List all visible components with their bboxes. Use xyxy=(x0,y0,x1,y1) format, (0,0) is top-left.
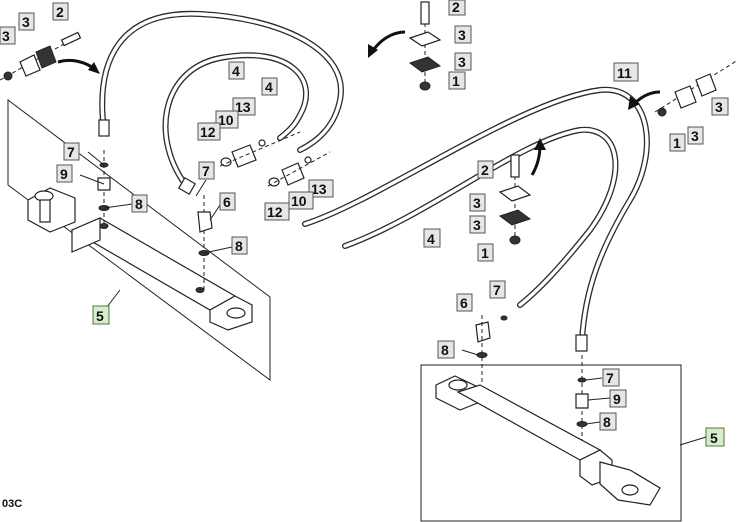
callout-label: 13 xyxy=(308,179,334,198)
svg-text:8: 8 xyxy=(235,238,243,254)
svg-text:12: 12 xyxy=(200,124,216,140)
svg-text:1: 1 xyxy=(481,245,489,261)
svg-text:8: 8 xyxy=(441,342,449,358)
callout-label: 3 xyxy=(687,126,704,145)
hose-left-1 xyxy=(98,10,344,153)
callout-label: 12 xyxy=(197,122,221,141)
hose-right-4 xyxy=(342,126,619,308)
callout-label: 7 xyxy=(489,280,506,299)
callout-label: 8 xyxy=(131,194,148,213)
callout-label: 7 xyxy=(198,161,215,180)
adapter-lower xyxy=(267,151,331,187)
arrow-top-middle xyxy=(370,30,406,53)
callout-label: 10 xyxy=(288,191,314,210)
svg-text:3: 3 xyxy=(473,195,481,211)
svg-text:8: 8 xyxy=(603,414,611,430)
arrowhead-right xyxy=(628,96,640,110)
svg-text:10: 10 xyxy=(291,193,307,209)
arrowhead-middle xyxy=(534,138,546,150)
svg-text:4: 4 xyxy=(265,79,273,95)
callout-label: 10 xyxy=(215,110,239,129)
callout-label: 3 xyxy=(454,25,472,44)
svg-text:7: 7 xyxy=(67,144,75,160)
svg-text:9: 9 xyxy=(613,391,621,407)
callout-label: 8 xyxy=(599,412,617,431)
right-cylinder-frame xyxy=(420,364,682,522)
svg-text:1: 1 xyxy=(673,135,681,151)
left-fitting-stack xyxy=(79,150,133,225)
svg-text:13: 13 xyxy=(235,99,251,115)
callout-label: 8 xyxy=(231,236,248,255)
svg-text:7: 7 xyxy=(493,282,501,298)
top-left-hardware xyxy=(0,31,82,81)
callout-label: 4 xyxy=(228,61,245,80)
svg-text:7: 7 xyxy=(606,370,614,386)
svg-text:2: 2 xyxy=(452,0,460,15)
left-cylinder-frame xyxy=(7,98,271,381)
svg-text:2: 2 xyxy=(56,4,64,20)
callout-label: 2 xyxy=(448,0,466,16)
callout-label: 3 xyxy=(18,12,35,31)
callout-label: 7 xyxy=(63,142,80,161)
svg-text:12: 12 xyxy=(267,204,283,220)
figure-code: 03C xyxy=(2,498,23,510)
svg-text:3: 3 xyxy=(473,217,481,233)
svg-text:2: 2 xyxy=(481,162,489,178)
arrow-right xyxy=(632,90,661,106)
callout-label: 5 xyxy=(92,305,110,325)
svg-text:3: 3 xyxy=(22,14,30,30)
callout-label: 8 xyxy=(437,340,455,359)
top-hardware-stack xyxy=(408,1,442,92)
callout-label: 1 xyxy=(669,133,686,152)
callout-label: 3 xyxy=(711,97,729,116)
arrowhead-top-middle xyxy=(368,44,378,58)
svg-text:1: 1 xyxy=(452,73,460,89)
arrowhead-top-left xyxy=(88,62,100,74)
svg-text:6: 6 xyxy=(460,295,468,311)
callout-label: 1 xyxy=(477,243,494,262)
svg-text:10: 10 xyxy=(218,112,234,128)
right-hardware xyxy=(654,59,739,117)
callout-label: 7 xyxy=(602,368,620,387)
adapter-upper xyxy=(219,131,301,168)
callout-label: 4 xyxy=(423,228,441,248)
callout-label: 5 xyxy=(705,427,725,447)
svg-text:7: 7 xyxy=(202,163,210,179)
svg-text:3: 3 xyxy=(458,54,466,70)
svg-text:3: 3 xyxy=(691,128,699,144)
right-fittings xyxy=(461,315,508,385)
svg-text:5: 5 xyxy=(710,430,718,446)
svg-text:6: 6 xyxy=(223,194,231,210)
callout-label: 1 xyxy=(448,71,466,90)
center-fitting-stack xyxy=(195,179,233,290)
callout-label: 3 xyxy=(454,52,472,71)
svg-text:4: 4 xyxy=(427,231,435,247)
callout-label: 4 xyxy=(261,77,278,96)
callout-label: 9 xyxy=(56,164,73,183)
left-hydraulic-cylinder xyxy=(27,187,253,331)
callout-label: 2 xyxy=(52,2,69,21)
svg-text:8: 8 xyxy=(135,196,143,212)
callout-label: 2 xyxy=(477,160,494,179)
svg-text:9: 9 xyxy=(60,166,68,182)
callout-label: 3 xyxy=(469,215,486,234)
mid-hardware-stack xyxy=(498,154,532,245)
right-hydraulic-cylinder xyxy=(435,355,661,506)
svg-text:3: 3 xyxy=(458,27,466,43)
callout-label: 11 xyxy=(613,62,639,82)
svg-text:5: 5 xyxy=(96,308,104,324)
svg-text:11: 11 xyxy=(617,65,632,81)
callout-label: 9 xyxy=(609,389,627,408)
callout-label: 6 xyxy=(219,192,236,211)
svg-text:3: 3 xyxy=(2,28,10,44)
svg-text:4: 4 xyxy=(232,63,240,79)
callout-label: 6 xyxy=(456,293,473,312)
svg-text:3: 3 xyxy=(715,99,723,115)
hose-left-2 xyxy=(162,52,309,196)
svg-text:13: 13 xyxy=(311,181,327,197)
callout-label: 3 xyxy=(469,193,486,212)
callout-label: 3 xyxy=(0,26,16,45)
callout-label: 12 xyxy=(264,202,290,221)
